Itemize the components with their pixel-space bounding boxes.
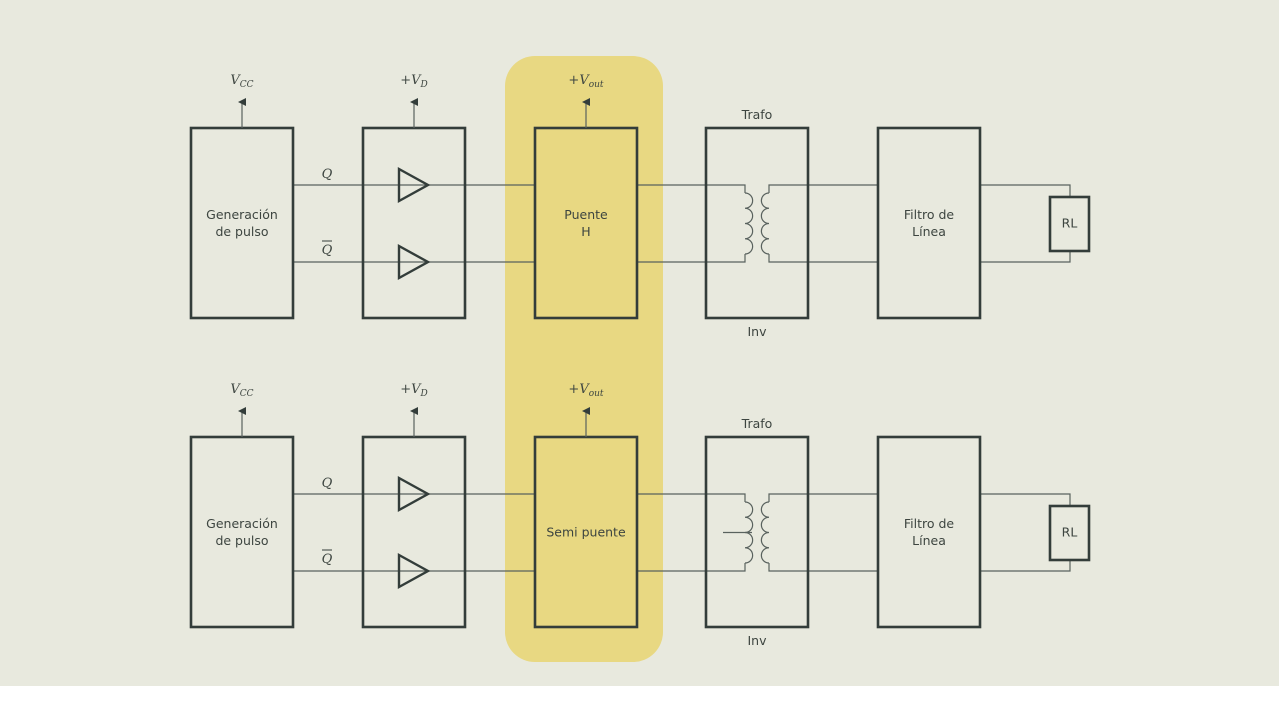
bridge-label: H	[581, 224, 590, 239]
signal-q-bar-label: Q	[322, 552, 333, 567]
load-label: RL	[1062, 525, 1078, 540]
line-filter-label: Filtro de	[904, 207, 955, 222]
driver-amplifier-q-bar	[397, 552, 431, 590]
signal-q-label: Q	[322, 476, 333, 491]
driver-amplifier-q-bar	[397, 243, 431, 281]
wire-trafo-out-bottom	[768, 563, 878, 572]
line-filter-label: Línea	[912, 533, 946, 548]
driver-amplifier-q	[397, 475, 431, 513]
pulse-generator-label: Generación	[206, 207, 278, 222]
pulse-generator-label: de pulso	[215, 224, 268, 239]
wire-trafo-out-top	[768, 184, 878, 193]
transformer-primary-coil	[744, 192, 754, 255]
transformer-secondary-coil	[760, 192, 770, 255]
wire-trafo-out-top	[768, 493, 878, 502]
bridge-label: Semi puente	[546, 525, 626, 540]
filter-block	[876, 126, 982, 320]
wire-trafo-out-bottom	[768, 254, 878, 263]
inverter-label: Inv	[747, 324, 767, 339]
pulse-block	[189, 126, 295, 320]
line-filter-label: Filtro de	[904, 516, 955, 531]
transformer-label: Trafo	[741, 416, 773, 431]
pulse-block	[189, 435, 295, 629]
driver-amplifier-q	[397, 166, 431, 204]
wire-bridge-out-bottom	[637, 563, 746, 572]
row-bottom: RL Generación de pulso Semi puente Filtro de…	[189, 382, 1091, 648]
wire-bridge-out-top	[637, 493, 746, 502]
load-resistor-block	[1048, 504, 1091, 562]
transformer-secondary-coil	[760, 501, 770, 564]
wire-bridge-out-bottom	[637, 254, 746, 263]
bridge-label: Puente	[564, 207, 608, 222]
transformer-label: Trafo	[741, 107, 773, 122]
wire-load-top	[980, 493, 1071, 506]
driver-supply-label: +VD	[400, 382, 428, 399]
driver-block	[361, 126, 467, 320]
highlight-bridge-column	[505, 56, 663, 662]
bridge-supply-label: +Vout	[568, 73, 604, 90]
load-resistor-block	[1048, 195, 1091, 253]
pulse-supply-label: VCC	[230, 382, 253, 399]
line-filter-label: Línea	[912, 224, 946, 239]
trafo-block	[704, 126, 810, 320]
signal-q-label: Q	[322, 167, 333, 182]
signal-q-bar-label: Q	[322, 243, 333, 258]
pulse-supply-label: VCC	[230, 73, 253, 90]
wire-load-bottom	[980, 560, 1071, 572]
trafo-block	[704, 435, 810, 629]
pulse-generator-label: Generación	[206, 516, 278, 531]
filter-block	[876, 435, 982, 629]
wire-load-top	[980, 184, 1071, 197]
pulse-generator-label: de pulso	[215, 533, 268, 548]
driver-block	[361, 435, 467, 629]
driver-supply-label: +VD	[400, 73, 428, 90]
inverter-label: Inv	[747, 633, 767, 648]
wire-load-bottom	[980, 251, 1071, 263]
load-label: RL	[1062, 216, 1078, 231]
wire-bridge-out-top	[637, 184, 746, 193]
bridge-supply-label: +Vout	[568, 382, 604, 399]
